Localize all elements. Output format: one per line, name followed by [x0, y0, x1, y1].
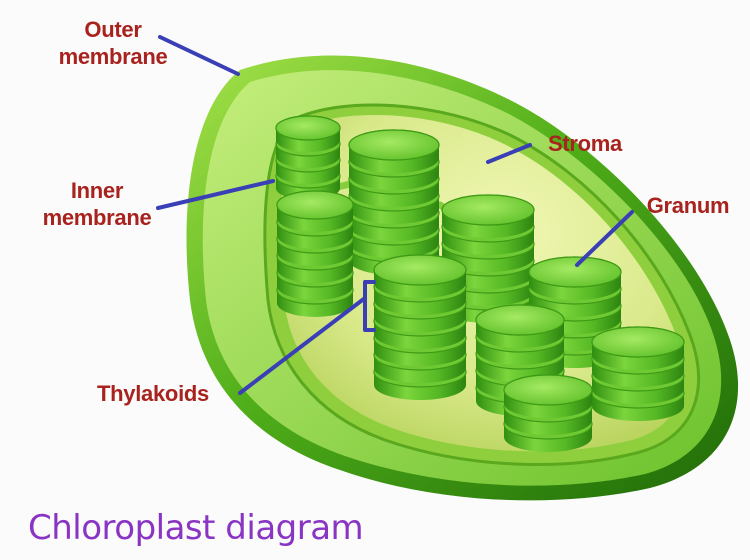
- diagram-title: Chloroplast diagram: [28, 508, 363, 548]
- outer-membrane-label-line2: membrane: [38, 43, 188, 70]
- granum-stack: [349, 130, 439, 275]
- granum-top-disc: [277, 191, 353, 219]
- inner-membrane-label-line1: Inner: [22, 177, 172, 204]
- thylakoids-label: Thylakoids: [68, 380, 238, 407]
- granum-top-disc: [504, 375, 592, 405]
- granum-stack: [592, 327, 684, 421]
- granum-top-disc: [374, 255, 466, 285]
- granum-stack: [276, 116, 340, 200]
- granum-top-disc: [592, 327, 684, 357]
- outer-membrane-label: Outer membrane: [38, 16, 188, 70]
- inner-membrane-label-line2: membrane: [22, 204, 172, 231]
- granum-top-disc: [442, 195, 534, 225]
- granum-top-disc: [529, 257, 621, 287]
- granum-label: Granum: [632, 192, 744, 219]
- outer-membrane-label-line1: Outer: [38, 16, 188, 43]
- inner-membrane-label: Inner membrane: [22, 177, 172, 231]
- granum-top-disc: [476, 305, 564, 335]
- granum-top-disc: [276, 116, 340, 140]
- granum-stack: [277, 191, 353, 317]
- granum-stack: [374, 255, 466, 400]
- granum-stack: [504, 375, 592, 452]
- granum-top-disc: [349, 130, 439, 160]
- stroma-label: Stroma: [530, 130, 640, 157]
